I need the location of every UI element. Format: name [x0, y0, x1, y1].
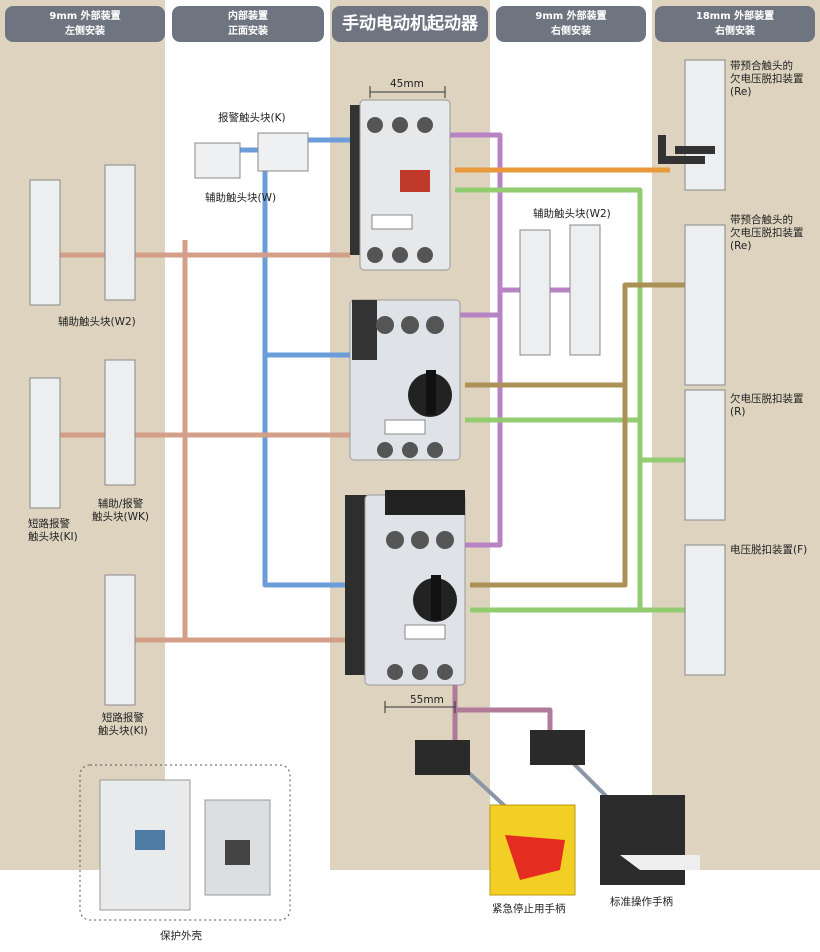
starter-small: [350, 99, 451, 271]
connector-mauve: [452, 680, 553, 745]
column-right-18mm: [652, 0, 820, 870]
header-starter: 手动电动机起动器: [332, 6, 488, 42]
label-line: 短路报警: [28, 518, 70, 530]
re-handle-lever: [658, 135, 715, 164]
label-line: 欠电压脱扣装置: [730, 73, 804, 85]
label-short-alarm-ki-1: 短路报警触头块(KI): [28, 518, 78, 544]
connector-salmon: [60, 240, 350, 643]
label-enclosure: 保护外壳: [160, 930, 202, 942]
aux-contact-w-image: [194, 142, 241, 179]
label-line: 欠电压脱扣装置: [730, 393, 804, 405]
header-line: 正面安装: [228, 26, 268, 37]
header-left-9mm: 9mm 外部装置左侧安装: [5, 6, 165, 42]
starter-medium: [349, 299, 461, 461]
header-line: 9mm 外部装置: [49, 11, 121, 22]
header-right-18mm: 18mm 外部装置右侧安装: [655, 6, 815, 42]
header-line: 内部装置: [228, 11, 268, 22]
label-line: (R): [730, 406, 746, 418]
connector-blue: [235, 137, 355, 588]
label-short-alarm-ki-2: 短路报警触头块(KI): [98, 712, 148, 738]
label-line: 带预合触头的: [730, 214, 793, 226]
label-line: 触头块(WK): [92, 511, 149, 523]
label-alarm-contact-k: 报警触头块(K): [218, 112, 286, 124]
connector-olive: [465, 282, 690, 588]
starter-large: [345, 490, 466, 686]
label-line: 触头块(KI): [28, 531, 78, 543]
enclosure-boundary: [79, 764, 291, 921]
alarm-contact-k-image: [257, 132, 309, 172]
emergency-handle-adapter: [415, 740, 470, 775]
label-r: 欠电压脱扣装置(R): [730, 393, 804, 419]
connector-green: [455, 187, 690, 613]
label-line: 欠电压脱扣装置: [730, 227, 804, 239]
header-right-9mm: 9mm 外部装置右侧安装: [496, 6, 646, 42]
standard-handle-grip: [620, 855, 700, 870]
label-line: 触头块(KI): [98, 725, 148, 737]
label-f: 电压脱扣装置(F): [730, 544, 808, 556]
connector-purple: [445, 132, 570, 548]
header-internal: 内部装置正面安装: [172, 6, 324, 42]
header-line: 9mm 外部装置: [535, 11, 607, 22]
dimension-55: [384, 701, 456, 713]
header-line: 右侧安装: [715, 26, 755, 37]
header-line: 手动电动机起动器: [342, 13, 478, 34]
label-emergency-handle: 紧急停止用手柄: [492, 903, 566, 915]
label-line: (Re): [730, 86, 752, 98]
label-aux-contact-w2-left: 辅助触头块(W2): [58, 316, 136, 328]
label-aux-contact-w2-right: 辅助触头块(W2): [533, 208, 611, 220]
emergency-handle-knob: [505, 835, 565, 880]
label-width-45: 45mm: [390, 78, 424, 90]
label-line: (Re): [730, 240, 752, 252]
label-re-2: 带预合触头的欠电压脱扣装置(Re): [730, 214, 804, 253]
label-line: 辅助/报警: [97, 498, 144, 510]
label-aux-contact-w: 辅助触头块(W): [205, 192, 277, 204]
label-line: 带预合触头的: [730, 60, 793, 72]
standard-handle-adapter: [530, 730, 585, 765]
header-line: 右侧安装: [551, 26, 591, 37]
label-aux-alarm-wk: 辅助/报警触头块(WK): [92, 498, 149, 524]
label-width-55: 55mm: [410, 694, 444, 706]
label-line: 短路报警: [101, 712, 144, 724]
header-line: 18mm 外部装置: [695, 11, 775, 22]
label-re-1: 带预合触头的欠电压脱扣装置(Re): [730, 60, 804, 99]
side-modules: [29, 59, 726, 706]
header-line: 左侧安装: [65, 26, 105, 37]
standard-handle-image: [600, 795, 685, 885]
label-standard-handle: 标准操作手柄: [610, 896, 673, 908]
dimension-45: [369, 86, 446, 98]
